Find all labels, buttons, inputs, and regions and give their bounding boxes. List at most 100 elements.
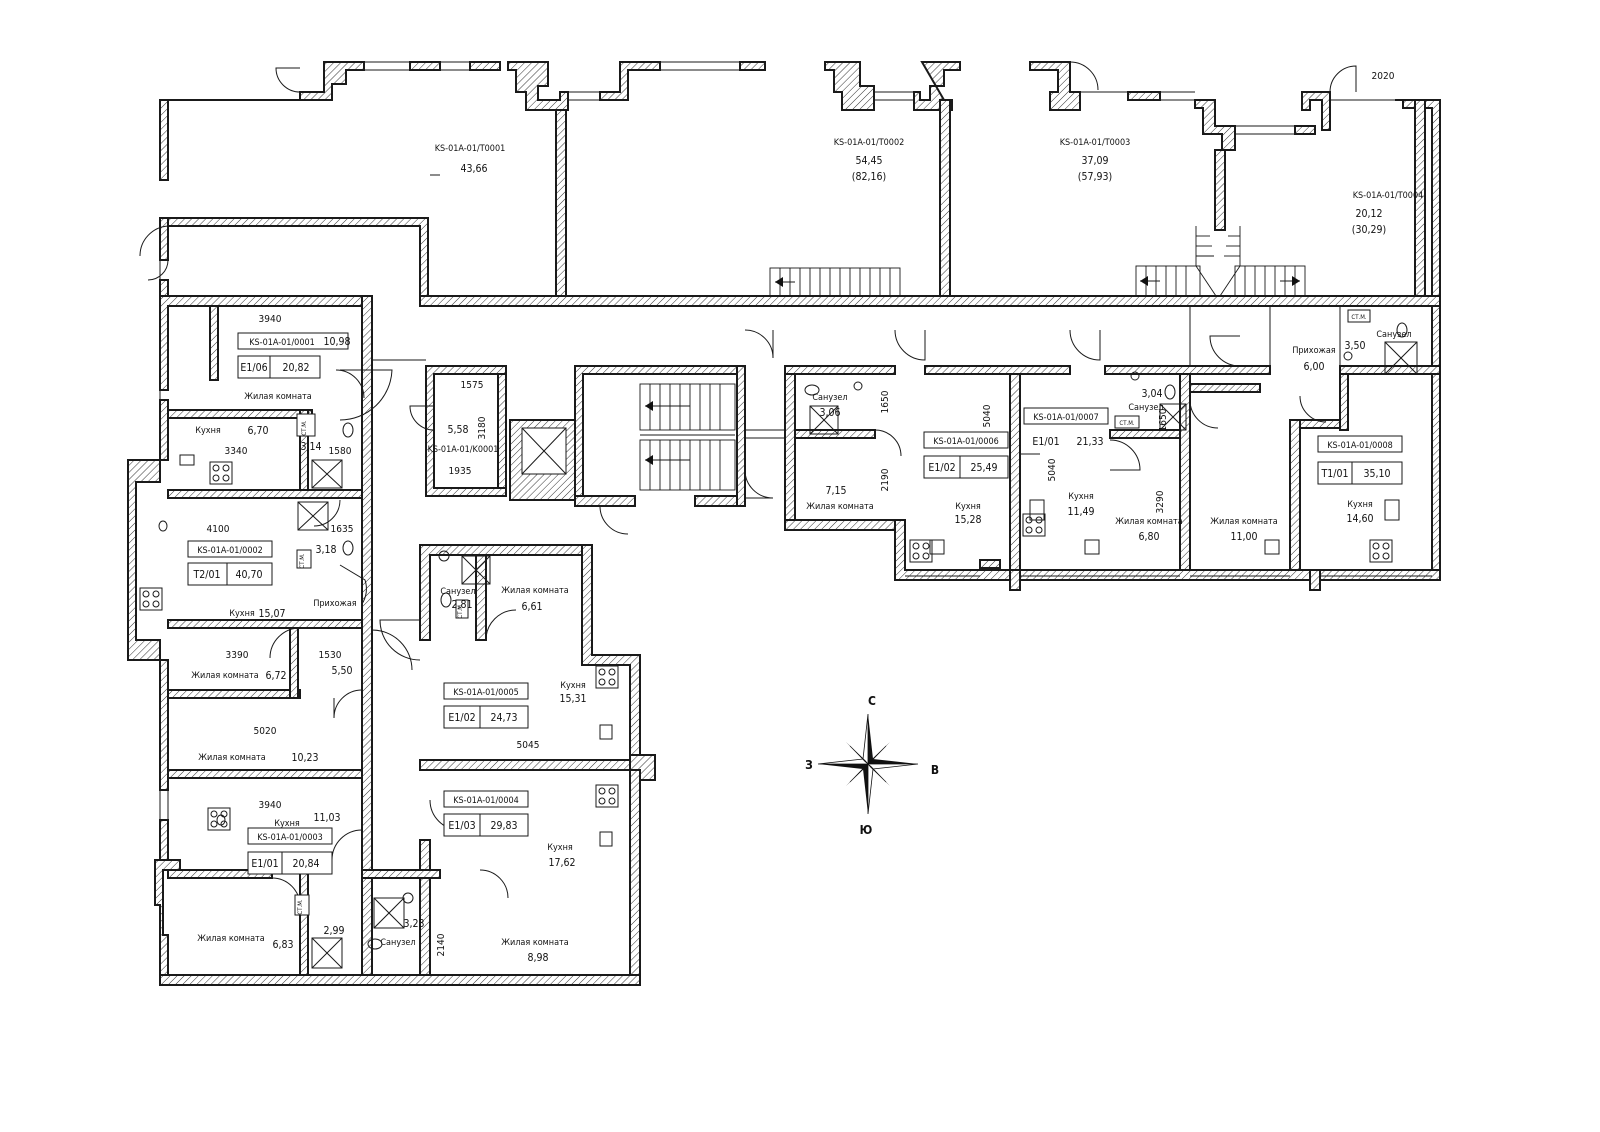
- room-name: Прихожая: [1292, 346, 1335, 356]
- room-name: Жилая комната: [244, 392, 311, 402]
- room-name: Жилая комната: [501, 938, 568, 948]
- room-area: 2,99: [323, 925, 344, 937]
- room-area: 3,14: [300, 441, 321, 453]
- room-name: Жилая комната: [806, 502, 873, 512]
- dimension-labels: 3940 3340 1580 4100 1635 3390 1530 5020 …: [207, 71, 1395, 956]
- apartment-total: 20,82: [282, 362, 309, 374]
- thin-lines: [127, 61, 1432, 820]
- apartment-total: 20,84: [292, 858, 319, 870]
- compass-rose: С Ю З В: [805, 694, 939, 837]
- dimension: 4100: [207, 524, 230, 535]
- stairs: [521, 226, 1306, 491]
- dimension: 5020: [254, 726, 277, 737]
- room-area: 14,60: [1346, 513, 1373, 525]
- fixture-label: СТ.М.: [301, 420, 308, 435]
- dimension: 1575: [461, 380, 484, 391]
- commercial-area: 20,12: [1355, 208, 1382, 220]
- room-labels: Жилая комната Кухня 6,70 3,14 3,18 Кухня…: [191, 330, 1411, 964]
- room-name: Жилая комната: [501, 586, 568, 596]
- fixture-labels: СТ.М. СТ.М. СТ.М. СТ.М. СТ.М. СТ.М.: [297, 314, 1367, 915]
- commercial-area: 43,66: [460, 163, 487, 175]
- apartment-code: KS-01A-01/0004: [453, 796, 519, 806]
- commercial-area-total: (57,93): [1078, 171, 1112, 183]
- compass-south: Ю: [860, 823, 873, 837]
- room-area: 3,23: [403, 918, 424, 930]
- compass-east: В: [931, 763, 939, 777]
- apartment-total: 40,70: [235, 569, 262, 581]
- room-area: 6,61: [521, 601, 542, 613]
- apartment-code: KS-01A-01/0005: [453, 688, 519, 698]
- dimension: 3290: [1155, 490, 1166, 513]
- dimension: 2140: [436, 933, 447, 956]
- room-area: 6,00: [1303, 361, 1324, 373]
- apartment-type: T2/01: [193, 569, 221, 581]
- room-area: 11,03: [313, 812, 340, 824]
- storage-code: KS-01A-01/K0001: [428, 445, 499, 455]
- room-area: 7,15: [825, 485, 846, 497]
- fixtures: [139, 309, 1418, 969]
- room-name: Жилая комната: [197, 934, 264, 944]
- dimension: 1935: [449, 466, 472, 477]
- dimension: 3390: [226, 650, 249, 661]
- apartment-code: KS-01A-01/0007: [1033, 413, 1099, 423]
- fixture-label: СТ.М.: [299, 553, 306, 568]
- room-area: 15,07: [258, 608, 285, 620]
- dimension: 3340: [225, 446, 248, 457]
- apartment-extra-area: 10,98: [323, 336, 350, 348]
- room-area: 15,31: [559, 693, 586, 705]
- fixture-label: СТ.М.: [1351, 314, 1366, 321]
- apartment-code: KS-01A-01/0008: [1327, 441, 1393, 451]
- storage-labels: KS-01A-01/K0001 5,58: [428, 424, 499, 455]
- room-name: Жилая комната: [191, 671, 258, 681]
- dimension: 5045: [517, 740, 540, 751]
- apartment-type: E1/02: [928, 462, 955, 474]
- room-name: Кухня: [1068, 492, 1094, 502]
- apartment-total: 35,10: [1363, 468, 1390, 480]
- commercial-area: 54,45: [855, 155, 882, 167]
- commercial-code: KS-01A-01/T0001: [435, 144, 506, 154]
- apartment-total: 21,33: [1076, 436, 1103, 448]
- room-name: Санузел: [1376, 330, 1411, 340]
- room-name: Санузел: [812, 393, 847, 403]
- fixture-label: СТ.М.: [1119, 420, 1134, 427]
- apartment-type: T1/01: [1321, 468, 1349, 480]
- room-area: 3,18: [315, 544, 336, 556]
- dimension: 1650: [880, 390, 891, 413]
- room-name: Кухня: [229, 609, 255, 619]
- commercial-labels: KS-01A-01/T0001 43,66 KS-01A-01/T0002 54…: [435, 138, 1424, 236]
- room-name: Кухня: [195, 426, 221, 436]
- room-area: 2,81: [451, 599, 472, 611]
- room-name: Кухня: [955, 502, 981, 512]
- dimension: 3940: [259, 314, 282, 325]
- room-area: 5,50: [331, 665, 352, 677]
- room-area: 3,50: [1344, 340, 1365, 352]
- apartment-total: 29,83: [490, 820, 517, 832]
- commercial-area: 37,09: [1081, 155, 1108, 167]
- apartment-type: E1/03: [448, 820, 475, 832]
- commercial-area-total: (30,29): [1352, 224, 1386, 236]
- dimension: 2190: [880, 468, 891, 491]
- room-name: Кухня: [274, 819, 300, 829]
- fixture-label: СТ.М.: [457, 603, 464, 618]
- room-area: 17,62: [548, 857, 575, 869]
- room-name: Жилая комната: [198, 753, 265, 763]
- dimension: 5040: [982, 404, 993, 427]
- apartment-total: 24,73: [490, 712, 517, 724]
- dimension: 1580: [329, 446, 352, 457]
- room-area: 11,49: [1067, 506, 1094, 518]
- commercial-code: KS-01A-01/T0004: [1353, 191, 1424, 201]
- doors: [139, 61, 1357, 907]
- dimension: 1530: [319, 650, 342, 661]
- commercial-area-total: (82,16): [852, 171, 886, 183]
- apartment-type: E1/02: [448, 712, 475, 724]
- apartment-type: E1/06: [240, 362, 267, 374]
- room-area: 6,83: [272, 939, 293, 951]
- commercial-code: KS-01A-01/T0003: [1060, 138, 1131, 148]
- compass-west: З: [805, 758, 813, 772]
- apartment-code: KS-01A-01/0002: [197, 546, 263, 556]
- room-area: 6,70: [247, 425, 268, 437]
- compass-north: С: [868, 694, 876, 708]
- dimension: 3940: [259, 800, 282, 811]
- room-area: 3,04: [1141, 388, 1162, 400]
- room-name: Кухня: [560, 681, 586, 691]
